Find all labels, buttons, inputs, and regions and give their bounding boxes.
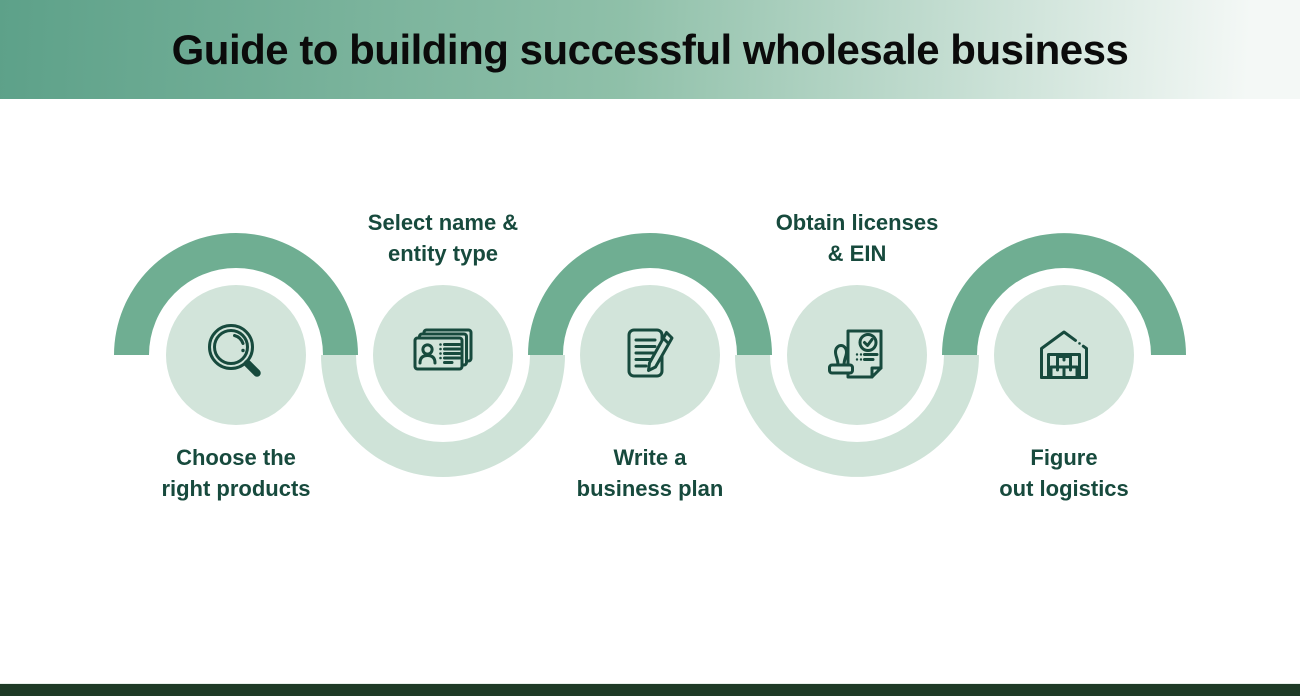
wave-arc-step2 bbox=[321, 355, 565, 477]
footer-bar bbox=[0, 683, 1300, 696]
step-label-2-line2: entity type bbox=[387, 241, 499, 266]
step-label-4-line2: & EIN bbox=[827, 241, 887, 266]
step-label-1: Choose the right products bbox=[106, 442, 366, 504]
step-label-1-line2: right products bbox=[161, 476, 311, 501]
step-label-4-line1: Obtain licenses bbox=[775, 210, 939, 235]
step-label-1-line1: Choose the bbox=[176, 445, 296, 470]
license-stamp-icon bbox=[828, 329, 883, 379]
step-circle-1 bbox=[166, 285, 306, 425]
step-label-3-line2: business plan bbox=[576, 476, 724, 501]
step-label-3: Write a business plan bbox=[520, 442, 780, 504]
wave-arc-step3 bbox=[528, 233, 772, 355]
step-label-3-line1: Write a bbox=[613, 445, 687, 470]
wave-arc-step4 bbox=[735, 355, 979, 477]
document-pencil-icon bbox=[627, 328, 674, 378]
step-label-4: Obtain licenses & EIN bbox=[727, 207, 987, 269]
step-label-2-line1: Select name & bbox=[367, 210, 519, 235]
step-label-5: Figure out logistics bbox=[934, 442, 1194, 504]
warehouse-icon bbox=[1040, 330, 1088, 379]
wave-arc-step5 bbox=[942, 233, 1186, 355]
id-cards-icon bbox=[413, 328, 473, 371]
wave-arc-step1 bbox=[114, 233, 358, 355]
step-label-5-line1: Figure bbox=[1030, 445, 1098, 470]
step-label-2: Select name & entity type bbox=[313, 207, 573, 269]
step-label-5-line2: out logistics bbox=[999, 476, 1129, 501]
page-title: Guide to building successful wholesale b… bbox=[171, 25, 1129, 73]
header-banner: Guide to building successful wholesale b… bbox=[0, 0, 1300, 99]
magnifier-icon bbox=[208, 324, 261, 377]
